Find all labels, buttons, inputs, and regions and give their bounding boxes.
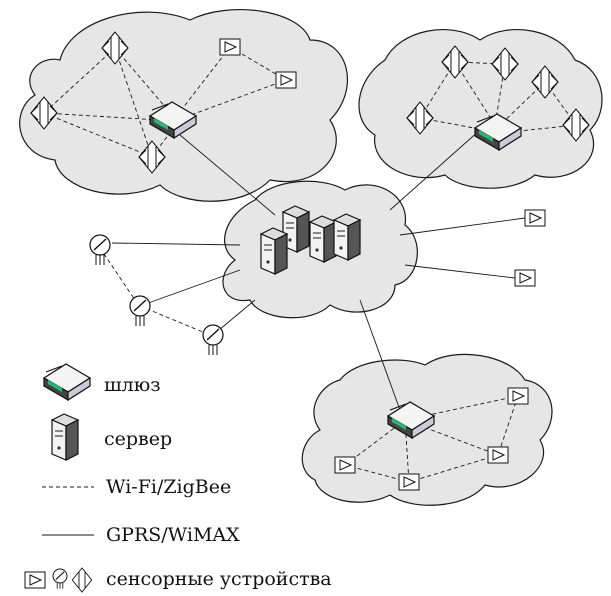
legend-gateway-icon	[43, 363, 91, 401]
legend-sensor-gauge-icon	[52, 568, 68, 589]
sensor-gauge-icon	[89, 234, 111, 266]
legend-gprs-label: GPRS/WiMAX	[106, 524, 240, 546]
sensor-triangle-icon	[334, 456, 356, 474]
sensor-triangle-icon	[275, 71, 297, 89]
sensor-triangle-icon	[507, 387, 529, 405]
legend-sensor-diamond-icon	[71, 567, 93, 593]
legend-sensor-triangle-icon	[24, 571, 46, 589]
server-icon	[333, 213, 361, 261]
sensor-gauge-icon	[202, 324, 224, 356]
legend-sensors-label: сенсорные устройства	[106, 568, 332, 590]
sensor-triangle-icon	[514, 269, 536, 287]
sensor-triangle-icon	[524, 209, 546, 227]
sensor-triangle-icon	[487, 446, 509, 464]
legend-wifi-label: Wi-Fi/ZigBee	[106, 476, 232, 498]
server-icon	[309, 215, 337, 263]
sensor-gauge-icon	[129, 295, 151, 327]
network-cloud	[19, 9, 348, 202]
sensor-triangle-icon	[398, 473, 420, 491]
server-icon	[260, 227, 288, 275]
legend-server-icon	[51, 413, 79, 461]
legend-server-label: сервер	[104, 428, 173, 450]
network-cloud	[301, 353, 553, 506]
network-cloud	[358, 29, 603, 189]
legend-gateway-label: шлюз	[104, 374, 161, 396]
sensor-triangle-icon	[219, 38, 241, 56]
